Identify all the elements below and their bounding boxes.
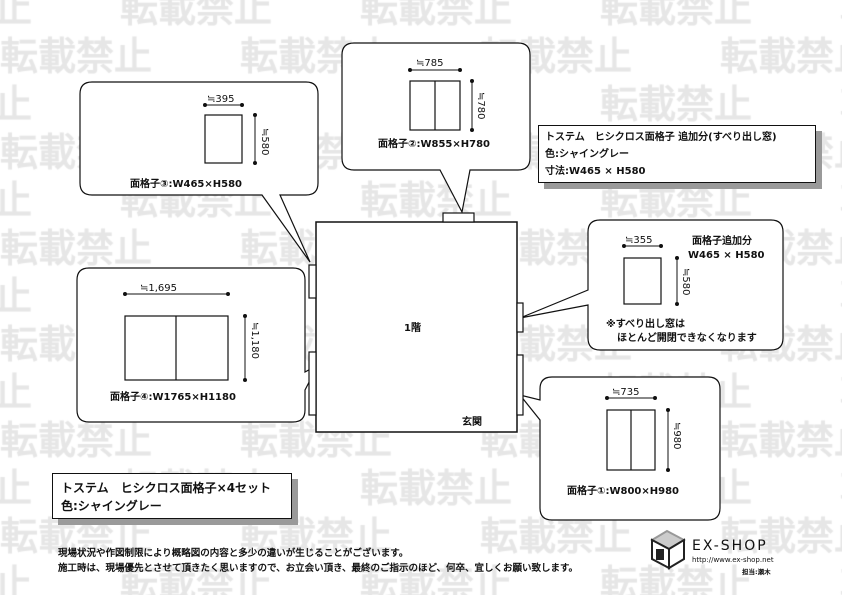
info-main-line2: 色:シャイングレー	[61, 499, 162, 513]
callout-3-bubble	[79, 81, 319, 263]
info-add-line2: 色:シャイングレー	[545, 149, 629, 160]
info-box-main: トステム ヒシクロス面格子×4セット 色:シャイングレー	[52, 473, 292, 519]
callout-2-label: 面格子②:W855×H780	[378, 137, 490, 150]
callout-1-label: 面格子①:W800×H980	[567, 484, 679, 497]
info-add-line3: 寸法:W465 × H580	[545, 166, 646, 177]
callout-add-note1: ※すべり出し窓は	[606, 317, 685, 330]
logo-url: http://www.ex-shop.net	[692, 556, 774, 564]
note-line-1: 現場状況や作図制限により概略図の内容と多少の違いが生じることがございます。	[58, 548, 409, 559]
callout-4-label: 面格子④:W1765×H1180	[110, 390, 236, 403]
callout-add-size: W465 × H580	[688, 250, 765, 261]
callout-3-height: ≒580	[259, 128, 270, 155]
callout-1-height: ≒980	[671, 422, 682, 449]
wall-window-left-4	[308, 351, 317, 416]
callout-add-note2: ほとんど開閉できなくなります	[617, 331, 757, 344]
window-add	[623, 257, 662, 305]
wall-window-right-1	[516, 354, 524, 416]
callout-add-height: ≒580	[680, 268, 691, 295]
info-add-line1: トステム ヒシクロス面格子 追加分(すべり出し窓)	[545, 132, 777, 143]
callout-2-width: ≒785	[416, 58, 443, 69]
info-box-add: トステム ヒシクロス面格子 追加分(すべり出し窓) 色:シャイングレー 寸法:W…	[538, 125, 816, 183]
callout-add-width: ≒355	[625, 235, 652, 246]
info-main-line1: トステム ヒシクロス面格子×4セット	[61, 481, 272, 495]
note-line-2: 施工時は、現場優先とさせて頂きたく思いますので、お立会い頂き、最終のご指示のほど…	[58, 563, 579, 574]
callout-4-width: ≒1,695	[140, 283, 177, 294]
callout-3-label: 面格子③:W465×H580	[130, 177, 242, 190]
staff-label: 担当:瀬木	[742, 567, 771, 576]
window-3	[204, 114, 243, 164]
room-floor-label: 1階	[404, 321, 421, 334]
ex-shop-logo-icon	[649, 529, 687, 570]
room-outline	[315, 221, 518, 433]
callout-3-width: ≒395	[207, 94, 234, 105]
callout-4-height: ≒1,180	[249, 322, 260, 359]
callout-2-height: ≒780	[475, 92, 486, 119]
callout-1-width: ≒735	[612, 387, 639, 398]
wall-window-right-add	[516, 302, 524, 333]
callout-add-title: 面格子追加分	[692, 234, 752, 247]
wall-window-top	[442, 212, 475, 223]
logo-name: EX-SHOP	[692, 538, 768, 554]
room-entrance-label: 玄関	[462, 415, 482, 428]
wall-window-left-3	[308, 264, 317, 299]
